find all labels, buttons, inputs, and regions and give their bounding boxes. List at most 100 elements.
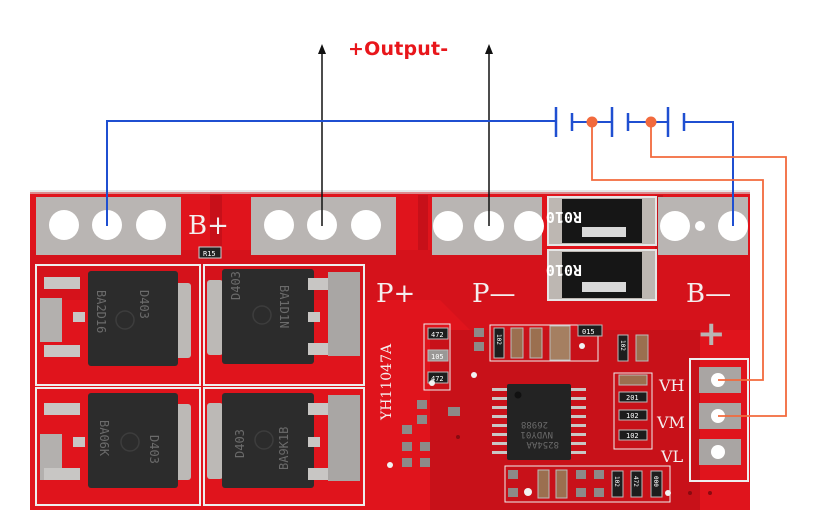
ic-pin — [570, 451, 586, 454]
ic-marking: 26988 — [521, 419, 548, 429]
shunt-resistor: R010 — [546, 196, 657, 246]
ic-pin — [492, 415, 508, 418]
smd-marking: 102 — [613, 476, 620, 487]
smd-resistor: 102 — [617, 334, 629, 362]
ic-pin — [492, 397, 508, 400]
via — [688, 491, 692, 495]
pin — [73, 312, 85, 322]
solder-pad — [328, 272, 360, 356]
tab — [175, 404, 191, 480]
smd-marking: 472 — [632, 476, 639, 487]
terminal-p-plus — [251, 197, 396, 255]
pin — [44, 403, 80, 415]
connector-outline — [689, 358, 749, 482]
label-b-minus: B— — [686, 279, 731, 309]
smd-marking: R15 — [203, 250, 216, 258]
smd-capacitor — [537, 469, 550, 499]
balance-node-dot — [586, 116, 598, 128]
ic-body — [507, 384, 571, 460]
smd-capacitor — [618, 374, 648, 386]
smd-marking: 102 — [626, 412, 639, 420]
smd-marking: 472 — [431, 375, 444, 383]
mosfet-part: D403 — [137, 290, 151, 319]
ic-pin — [492, 433, 508, 436]
smd-resistor: 102 — [611, 470, 624, 498]
terminal-p-minus — [432, 197, 544, 255]
smd-capacitor — [529, 327, 543, 359]
pin — [44, 345, 80, 357]
smd-resistor: 201 — [618, 391, 648, 403]
pin — [308, 437, 320, 447]
smd-row-bottom: 102 472 000 — [504, 465, 712, 503]
arrow-head-icon — [485, 44, 493, 54]
ic-pin — [570, 397, 586, 400]
solder-pad — [40, 298, 62, 342]
smd-marking: 201 — [626, 394, 639, 402]
board-edge — [30, 190, 750, 194]
smd-row-top: 102 015 102 — [474, 324, 649, 362]
solder-hole — [49, 210, 79, 240]
mosfet-area — [35, 264, 365, 506]
mosfet-body — [88, 393, 178, 488]
trace-band — [210, 195, 222, 250]
mosfet-part: D403 — [229, 271, 243, 300]
shunt-marking: R010 — [546, 208, 582, 226]
pin — [44, 277, 80, 289]
balance-tap-wire-vh — [591, 122, 764, 381]
tab — [175, 283, 191, 358]
mosfet-body — [88, 271, 178, 366]
smd-resistor: 015 — [577, 324, 603, 337]
smd-marking: 102 — [495, 334, 502, 345]
pin — [308, 312, 320, 322]
via — [579, 343, 585, 349]
smd-resistor: 472 — [427, 371, 449, 384]
balance-tap-wire-vm — [650, 122, 787, 417]
label-p-minus: P— — [472, 279, 516, 309]
label-vh: VH — [658, 376, 685, 395]
label-p-plus: P+ — [376, 279, 415, 309]
smd-resistor: 000 — [650, 470, 663, 498]
mosfet-lot: BA06K — [97, 420, 111, 457]
pin1-dot — [514, 391, 522, 399]
smd-marking: 015 — [582, 328, 595, 336]
smd-resistor: 472 — [630, 470, 643, 498]
solder-pad — [328, 395, 360, 481]
tab — [207, 403, 223, 479]
shunt-resistor: R010 — [546, 249, 657, 301]
pin — [44, 468, 80, 480]
smd-column-right: 201 102 102 — [613, 372, 653, 450]
via — [708, 491, 712, 495]
smd-marking: 102 — [619, 340, 626, 351]
ic-pin — [570, 388, 586, 391]
smd-resistor: 102 — [618, 409, 648, 421]
smd-capacitor — [635, 334, 649, 362]
mosfet: D403 BA06K — [40, 393, 191, 488]
balance-node-dot — [645, 116, 657, 128]
ic-pin — [570, 433, 586, 436]
via — [429, 380, 435, 386]
via — [665, 490, 671, 496]
via — [471, 372, 477, 378]
label-vl: VL — [660, 447, 684, 466]
ic-pin — [492, 442, 508, 445]
terminal-b-plus — [36, 197, 181, 255]
board-model: YH11047A — [379, 343, 395, 421]
mosfet: D403 BA9K1B — [207, 393, 360, 488]
solder-hole — [351, 210, 381, 240]
battery-negative-wire — [684, 121, 734, 226]
trace-band — [418, 195, 428, 250]
smd-capacitor — [510, 327, 524, 359]
arrow-head-icon — [318, 44, 326, 54]
terminal-b-minus — [658, 197, 748, 255]
smd-resistor: 105 — [427, 349, 449, 362]
smd-capacitor — [549, 325, 571, 361]
mosfet-lot: BA1D1N — [277, 285, 291, 328]
smd-marking: 472 — [431, 331, 444, 339]
via — [456, 435, 460, 439]
solder-hole — [264, 210, 294, 240]
solder-hole — [660, 211, 690, 241]
label-vm: VM — [656, 413, 685, 432]
ic-marking: NVDY01 — [520, 429, 553, 439]
